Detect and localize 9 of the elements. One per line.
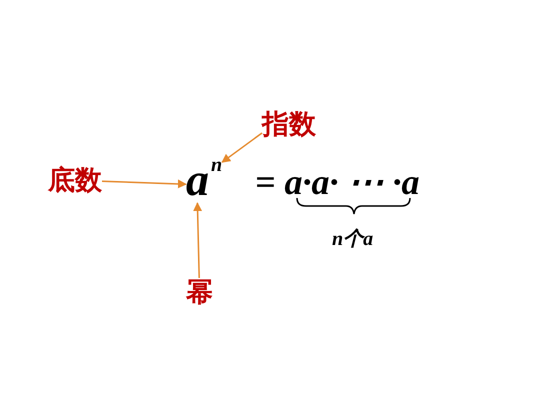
arrow bbox=[193, 202, 202, 278]
brace-label: n个a bbox=[332, 228, 374, 250]
power-expression: a$^{n}$ bbox=[186, 157, 222, 203]
arrow bbox=[102, 179, 187, 188]
equation-text: = a·a· ⋯ ·a bbox=[255, 164, 420, 200]
term-label: 指数 bbox=[262, 110, 316, 138]
term-label: 幂 bbox=[186, 278, 213, 306]
arrow bbox=[221, 132, 262, 163]
term-label: 底数 bbox=[48, 166, 102, 194]
